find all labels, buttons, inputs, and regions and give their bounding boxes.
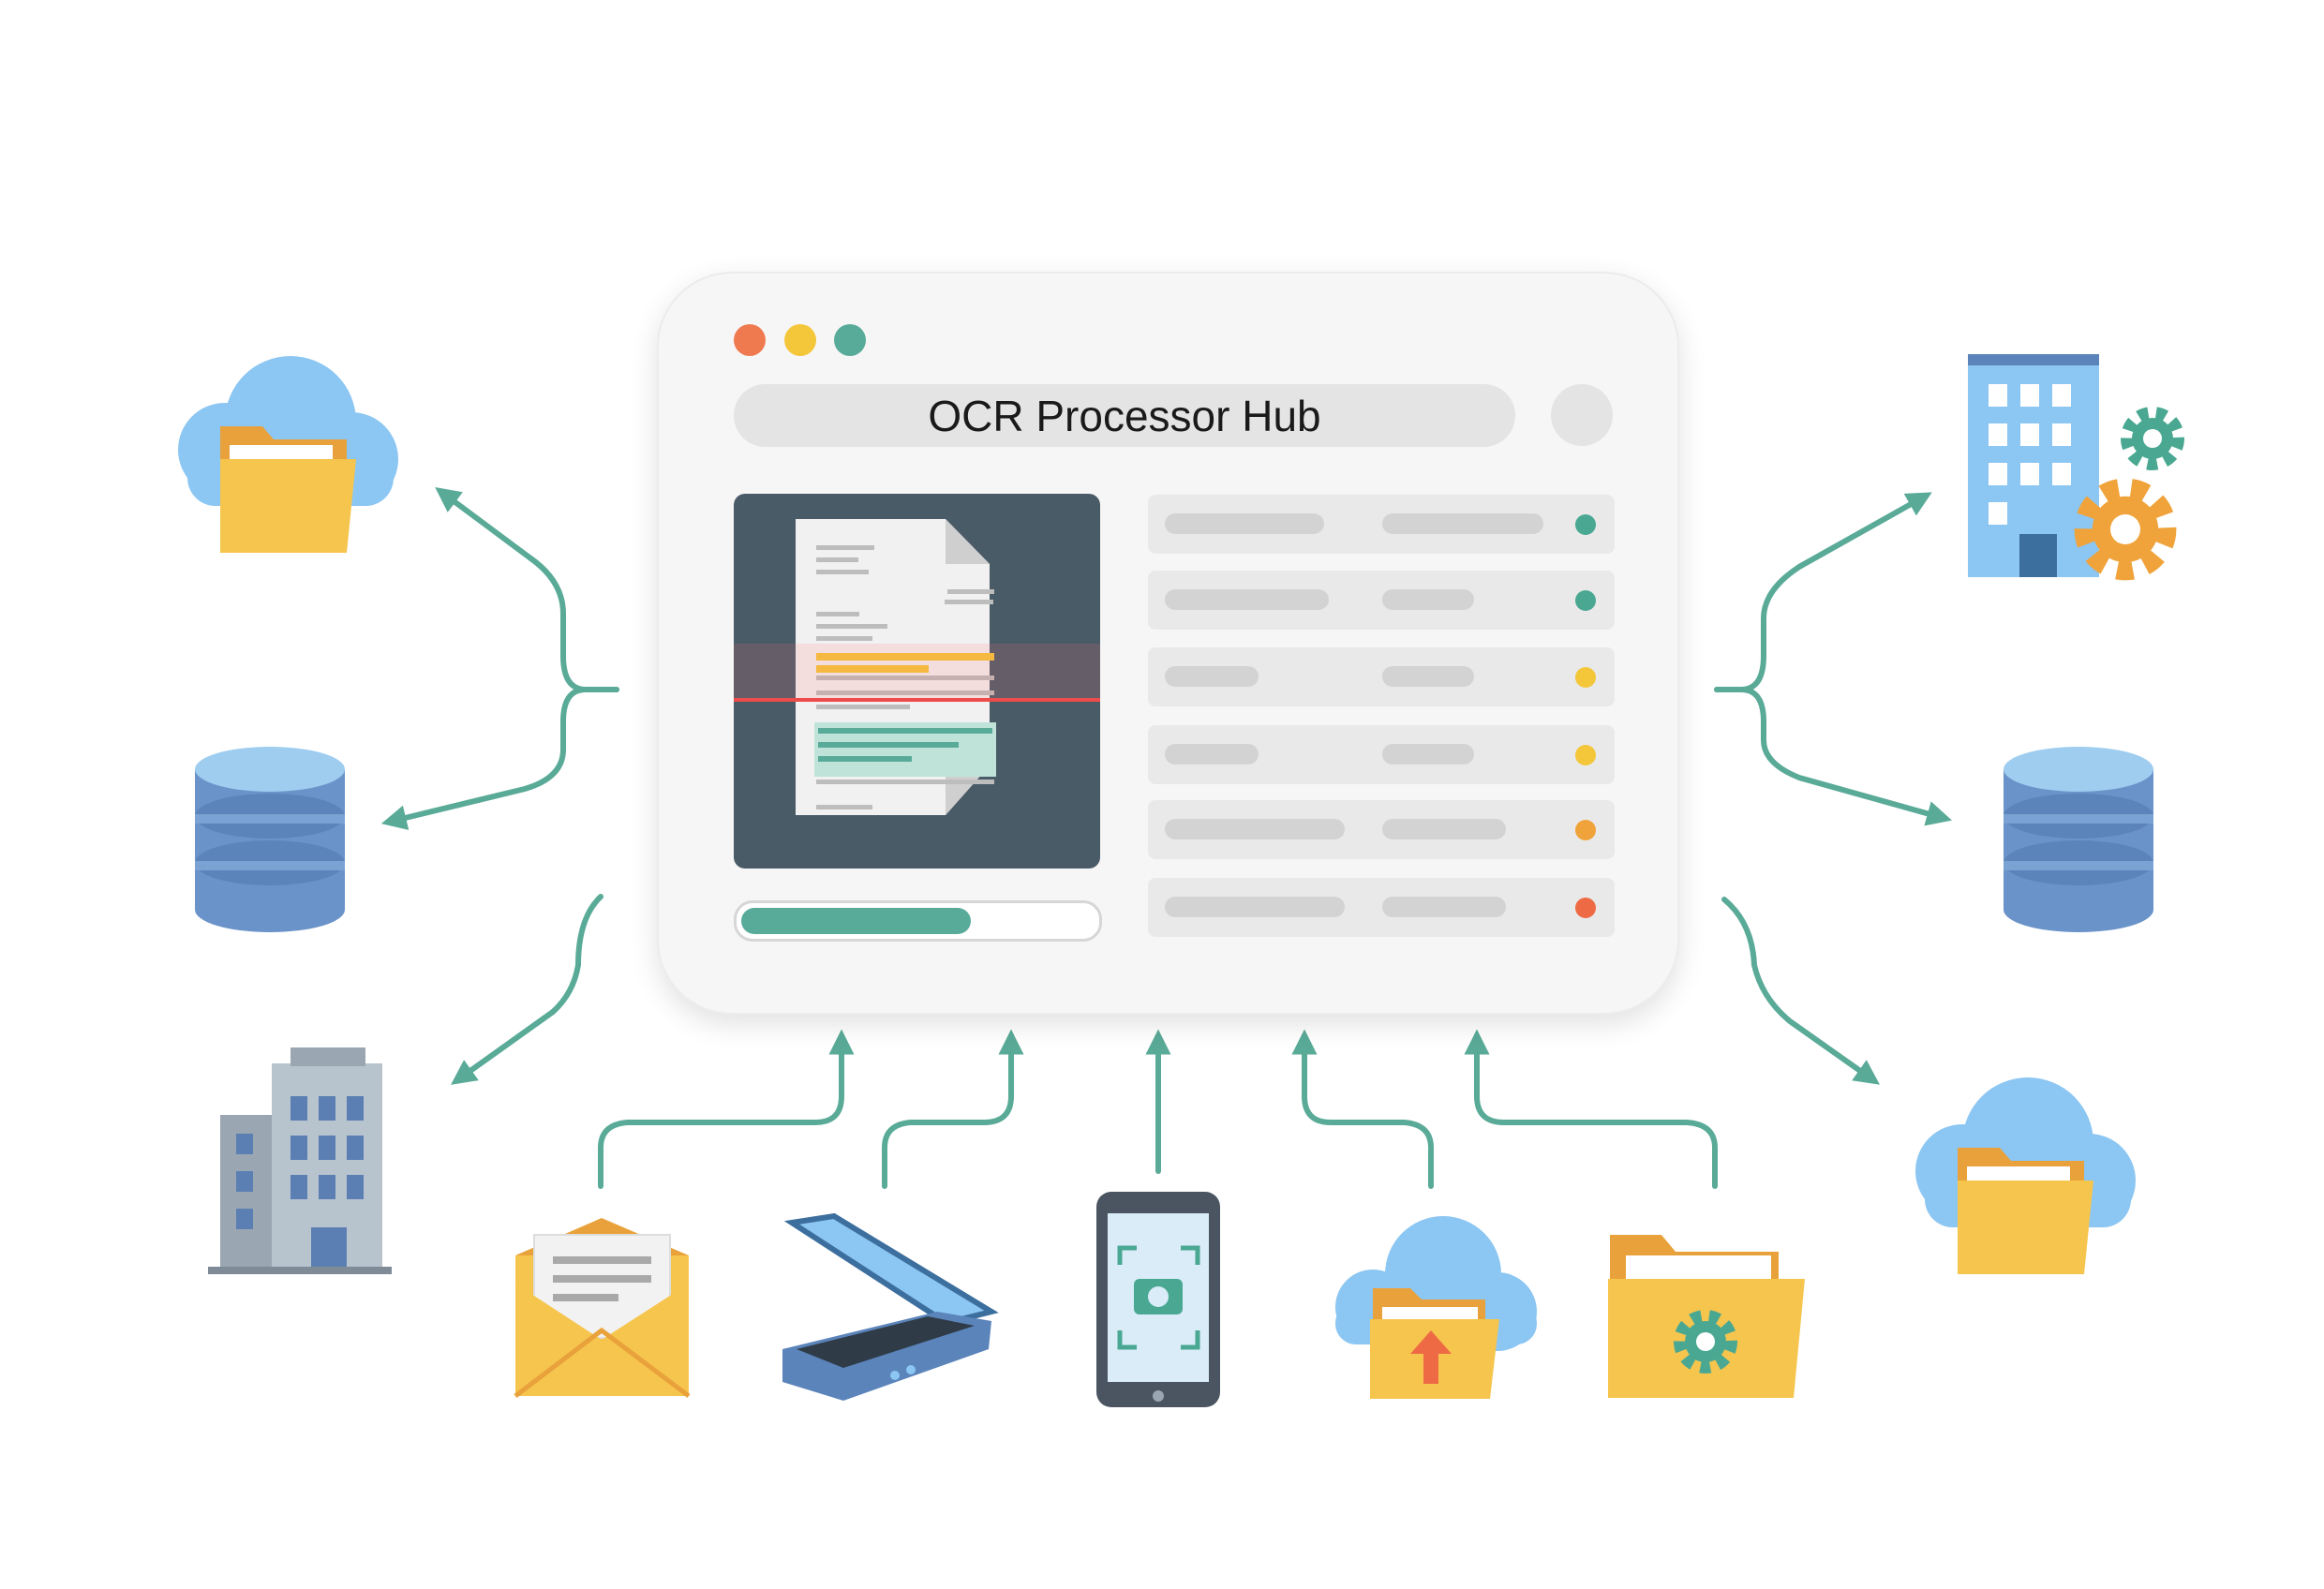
queue-row[interactable] [1148, 878, 1615, 937]
smartphone-camera-icon [1096, 1192, 1220, 1407]
database-icon [2004, 747, 2153, 932]
database-icon [195, 747, 345, 932]
arrow-from-scanner [882, 1029, 1024, 1189]
arrow-from-email [598, 1029, 855, 1189]
queue-row[interactable] [1148, 725, 1615, 784]
arrow-to-cloud-storage-right [1721, 897, 1881, 1085]
user-avatar-button[interactable] [1551, 384, 1613, 446]
email-envelope-icon [514, 1218, 691, 1398]
document-scan-preview [734, 494, 1100, 869]
minimize-window-button[interactable] [784, 324, 816, 356]
status-indicator [1575, 745, 1596, 765]
scanned-document-icon [734, 519, 1100, 815]
ocr-processor-window: OCR Processor Hub [657, 272, 1679, 1015]
queue-row[interactable] [1148, 495, 1615, 554]
cloud-folder-icon [1915, 1077, 2136, 1274]
queue-row[interactable] [1148, 571, 1615, 630]
status-indicator [1575, 820, 1596, 840]
arrow-to-cloud-storage-left [435, 486, 619, 692]
status-indicator [1575, 898, 1596, 918]
folder-settings-icon [1608, 1235, 1805, 1398]
app-title-bar: OCR Processor Hub [734, 384, 1515, 447]
arrow-to-building-left [451, 894, 603, 1085]
queue-row[interactable] [1148, 647, 1615, 706]
office-building-icon [208, 1047, 392, 1274]
app-title: OCR Processor Hub [928, 391, 1321, 440]
close-window-button[interactable] [734, 324, 766, 356]
cloud-upload-folder-icon [1335, 1216, 1537, 1399]
arrow-from-folder-settings [1464, 1029, 1718, 1189]
flatbed-scanner-icon [782, 1212, 999, 1401]
scan-progress-bar [734, 900, 1102, 942]
arrow-to-database-right [1714, 687, 1953, 826]
building-with-gears-icon [1968, 354, 2177, 577]
maximize-window-button[interactable] [834, 324, 866, 356]
cloud-folder-icon [178, 356, 398, 553]
status-indicator [1575, 590, 1596, 611]
arrow-from-cloud-upload [1291, 1029, 1434, 1189]
status-indicator [1575, 514, 1596, 535]
queue-row[interactable] [1148, 800, 1615, 859]
progress-fill [741, 908, 972, 934]
status-indicator [1575, 667, 1596, 688]
arrow-to-building-right [1714, 492, 1932, 692]
arrow-to-database-left [380, 687, 619, 830]
